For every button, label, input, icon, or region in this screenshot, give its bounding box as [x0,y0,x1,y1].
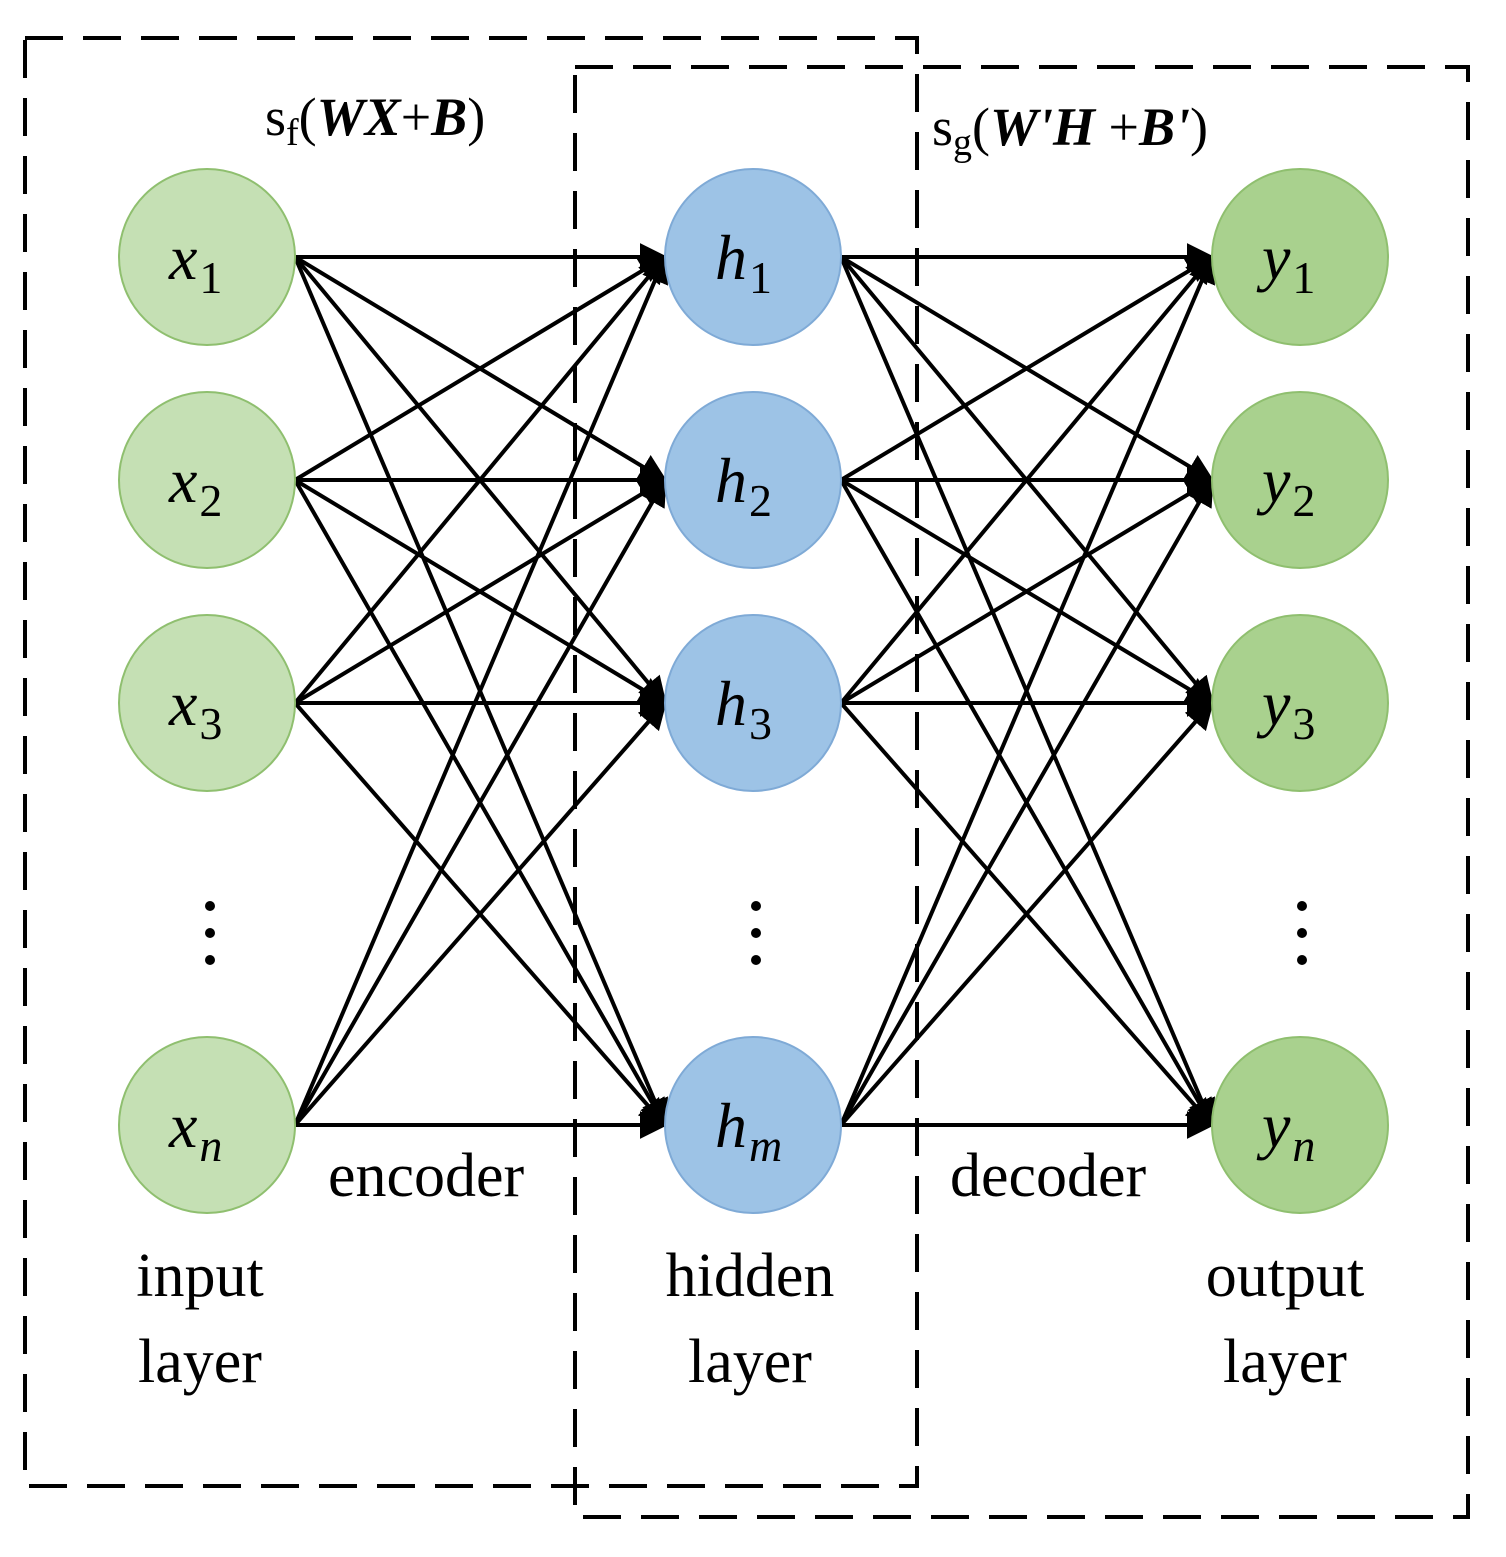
encoder-edge-3-1 [293,254,667,705]
output-node-2: y2 [1211,391,1389,569]
output-node-circle [1211,168,1389,346]
node-subscript: n [1292,1120,1315,1171]
hidden-node-circle [664,1036,842,1214]
input-node-circle [118,1036,296,1214]
node-subscript: 1 [749,252,772,303]
encoder-edge-4-2 [293,477,667,1126]
output-node-circle [1211,391,1389,569]
encoder-label: encoder [328,1142,525,1210]
hidden-node-3: h3 [664,614,842,792]
hidden-node-circle [664,391,842,569]
decoder-edge-4-2 [839,477,1214,1126]
connection-edges [293,243,1215,1139]
hidden-ellipsis [751,901,761,965]
output-node-3: y3 [1211,614,1389,792]
hidden-node-1: h1 [664,168,842,346]
input-layer-label-line2: layer [138,1328,262,1396]
input-node-circle [118,168,296,346]
hidden-node-label: hm [715,1090,782,1171]
output-node-label: y1 [1256,222,1315,303]
encoder-edge-4-3 [293,700,667,1127]
input-node-circle [118,391,296,569]
input-node-label: xn [168,1090,222,1171]
hidden-node-m: hm [664,1036,842,1214]
output-layer-label-line1: output [1206,1242,1364,1310]
input-node-label: x2 [168,445,222,526]
decoder-region-box [573,65,1470,1519]
encoder-edge-2-1 [293,255,668,482]
node-variable: y [1256,668,1291,739]
decoder-label: decoder [950,1142,1147,1210]
hidden-node-circle [664,614,842,792]
input-node-n: xn [118,1036,296,1214]
decoder-formula: sg(W'H +B') [932,97,1208,164]
hidden-node-label: h3 [715,668,772,749]
output-node-circle [1211,614,1389,792]
node-subscript: 2 [199,475,222,526]
node-subscript: 1 [1292,252,1315,303]
node-subscript: 3 [749,698,772,749]
hidden-node-circle [664,168,842,346]
output-node-label: y2 [1256,445,1315,526]
decoder-edge-2-1 [839,255,1215,482]
node-variable: h [715,1090,747,1161]
node-variable: x [168,1090,197,1161]
output-ellipsis [1297,901,1307,965]
node-variable: x [168,668,197,739]
encoder-formula: sf(WX+B) [265,87,485,154]
output-node-label: y3 [1256,668,1315,749]
node-variable: y [1256,1090,1291,1161]
input-layer-label-line1: input [136,1242,263,1310]
output-layer-label-line2: layer [1223,1328,1347,1396]
decoder-edge-3-1 [839,254,1214,705]
input-ellipsis [205,901,215,965]
hidden-node-label: h1 [715,222,772,303]
input-node-2: x2 [118,391,296,569]
node-subscript: 1 [199,252,222,303]
output-node-label: yn [1256,1090,1315,1171]
output-node-1: y1 [1211,168,1389,346]
node-variable: y [1256,222,1291,293]
hidden-node-label: h2 [715,445,772,526]
node-variable: x [168,222,197,293]
hidden-layer-label-line2: layer [688,1328,812,1396]
input-node-3: x3 [118,614,296,792]
node-variable: y [1256,445,1291,516]
node-variable: h [715,445,747,516]
decoder-edge-4-1 [839,254,1215,1126]
output-node-circle [1211,1036,1389,1214]
output-node-n: yn [1211,1036,1389,1214]
node-subscript: 2 [1292,475,1315,526]
input-node-label: x1 [168,222,222,303]
node-variable: h [715,668,747,739]
decoder-edge-3-2 [839,478,1215,705]
node-variable: x [168,445,197,516]
input-node-label: x3 [168,668,222,749]
decoder-edge-4-3 [839,700,1214,1127]
input-node-circle [118,614,296,792]
encoder-edge-3-2 [293,478,668,705]
node-subscript: 3 [199,698,222,749]
encoder-edge-4-1 [293,254,668,1126]
hidden-layer-label-line1: hidden [666,1242,835,1310]
node-variable: h [715,222,747,293]
node-subscript: m [749,1120,782,1171]
node-subscript: 2 [749,475,772,526]
encoder-region-box [23,36,919,1488]
node-subscript: 3 [1292,698,1315,749]
node-subscript: n [199,1120,222,1171]
input-node-1: x1 [118,168,296,346]
hidden-node-2: h2 [664,391,842,569]
